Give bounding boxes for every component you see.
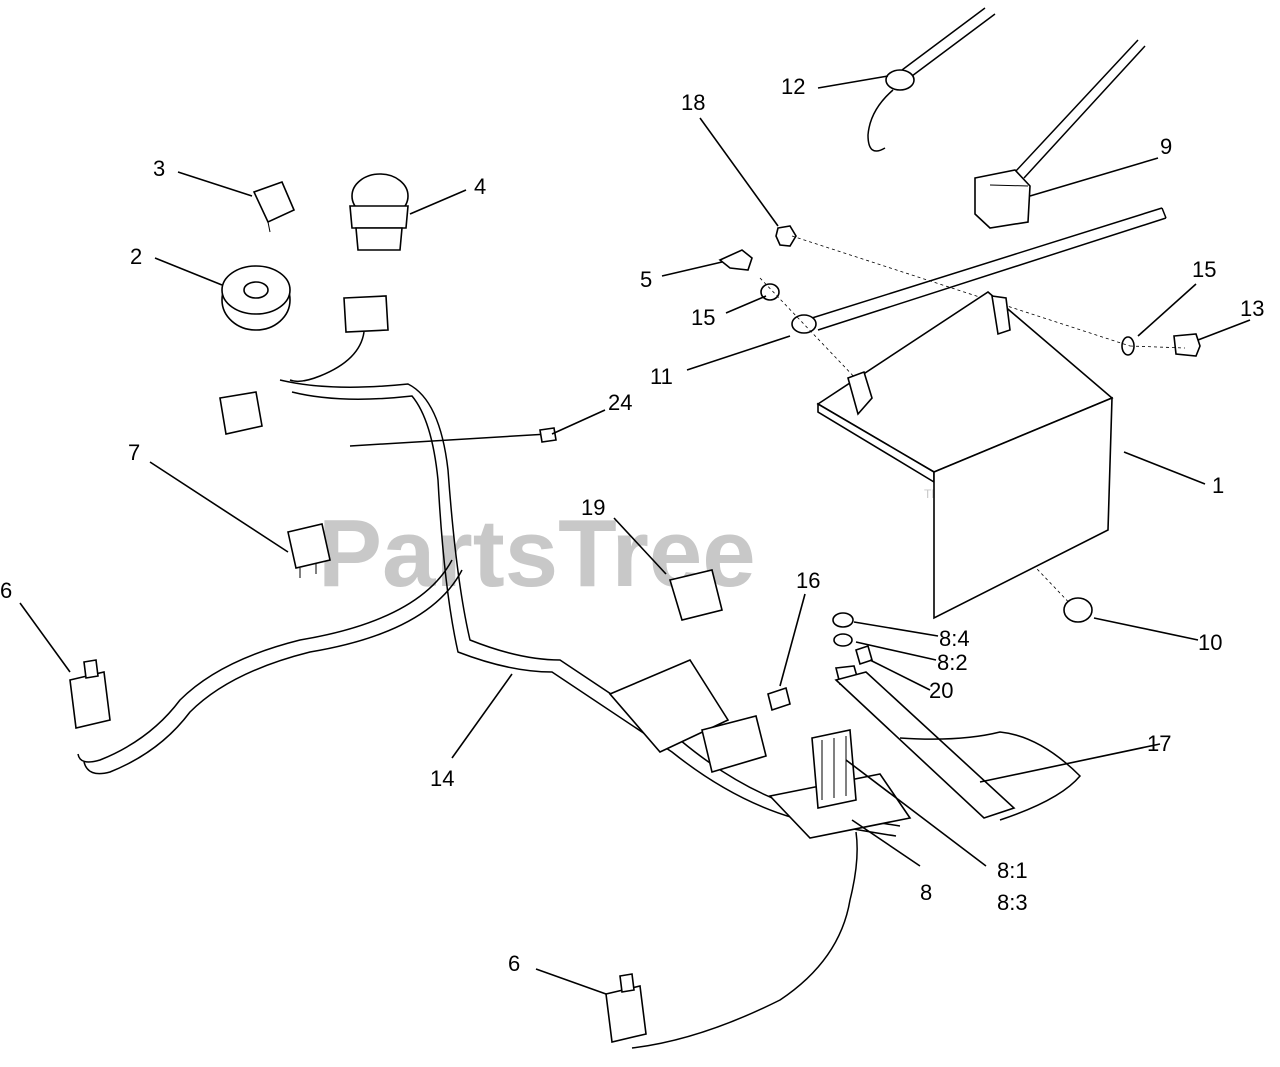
part-11-battery-cable [791,207,1167,334]
part-10-terminal-cap [1063,597,1093,623]
callout-12: 12 [781,74,805,99]
callout-5: 5 [640,267,652,292]
callout-8-3: 8:3 [997,890,1028,915]
part-4-knob [349,173,409,251]
callout-16: 16 [796,568,820,593]
part-19-relay [668,569,723,621]
callout-8-2: 8:2 [937,650,968,675]
leader-lines [19,75,1251,995]
callout-15-right: 15 [1192,257,1216,282]
callout-24: 24 [608,390,632,415]
mount-block [608,658,767,774]
callout-1: 1 [1212,473,1224,498]
assembly-line-1 [791,235,1131,347]
callout-9: 9 [1160,134,1172,159]
part-8-solenoid [768,729,912,839]
callout-17: 17 [1147,731,1171,756]
part-7-switch [287,523,331,578]
callout-8-1: 8:1 [997,858,1028,883]
part-6-switch-bottom [605,973,647,1043]
part-12-cable-hook [867,7,996,152]
callout-14: 14 [430,766,454,791]
harness-connector-top [219,295,389,435]
part-14-wire-harness [77,379,901,1049]
part-17-bracket [834,671,1082,821]
part-1-battery [816,291,1114,620]
callout-15-left: 15 [691,305,715,330]
callout-20: 20 [929,678,953,703]
callout-18: 18 [681,90,705,115]
callout-8: 8 [920,880,932,905]
part-6-switch-left [69,659,111,729]
callout-3: 3 [153,156,165,181]
part-9-terminal-boot [974,39,1146,229]
callout-2: 2 [130,244,142,269]
callout-4: 4 [474,174,486,199]
callout-13: 13 [1240,296,1264,321]
part-24-cable-tie [349,427,557,447]
callout-10: 10 [1198,630,1222,655]
callout-7: 7 [128,440,140,465]
part-16-screw [767,686,791,712]
part-3-key [252,180,296,233]
small-hardware [718,225,1201,357]
callout-6-bottom: 6 [508,951,520,976]
callout-8-4: 8:4 [939,626,970,651]
callouts: 1 2 3 4 5 6 6 7 8 8:1 8:2 8:3 8:4 9 10 1… [0,74,1264,976]
callout-11: 11 [650,364,673,389]
callout-6-left: 6 [0,578,12,603]
part-2-ignition-switch [221,265,291,331]
callout-19: 19 [581,495,605,520]
